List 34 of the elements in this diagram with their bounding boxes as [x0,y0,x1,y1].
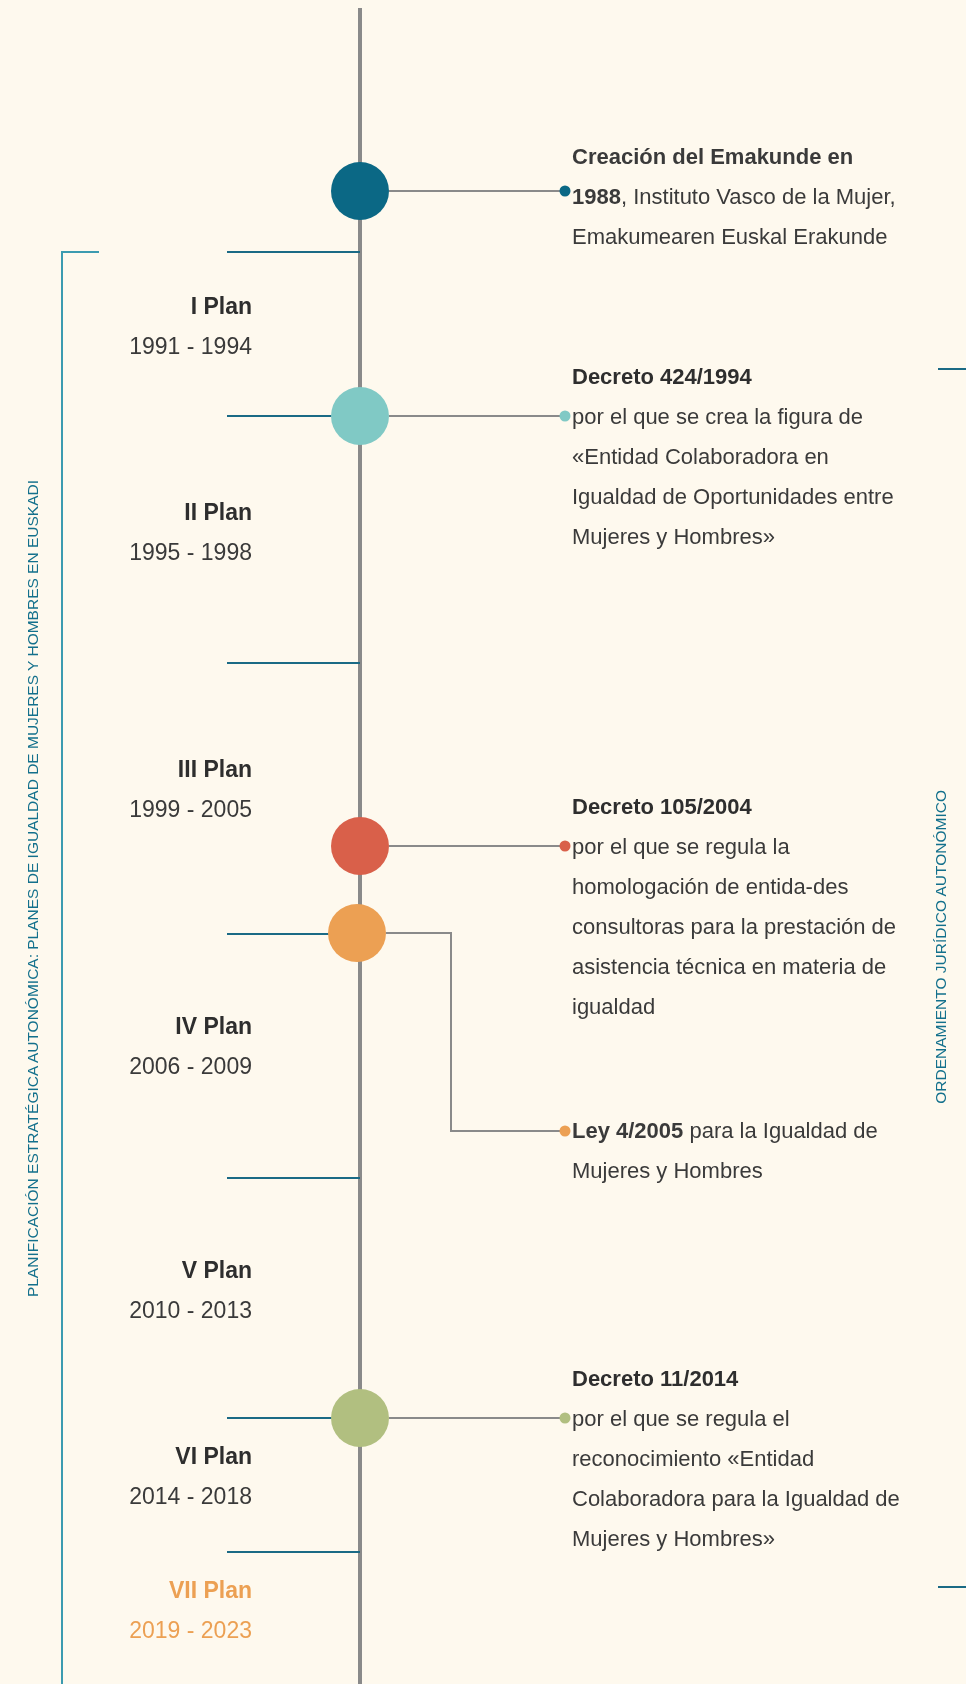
event-text: Creación del Emakunde en 1988, Instituto Vasco de la Mujer, Emakumearen Euskal Erakunde [572,143,897,251]
connector-line [385,932,571,1137]
plan-years: 1991 - 1994 [129,333,252,360]
event-heading: Decreto 11/2014 [572,1365,740,1393]
connector-line [388,1412,571,1424]
event-text: Ley 4/2005 para la Igualdad de Mujeres y Hombres [572,1117,879,1185]
timeline-marker [331,387,389,445]
plan-name: IV Plan [175,1013,252,1040]
plan-name: III Plan [177,756,252,783]
timeline-marker [331,817,389,875]
plan-years: 2019 - 2023 [129,1617,252,1644]
timeline-marker [328,904,386,962]
connector-line [388,410,571,422]
event-text: por el que se regula el reconocimiento «Entidad Colaboradora para la Igualdad de Mujeres y Hombres» [572,1405,901,1553]
plan-years: 1999 - 2005 [129,796,252,823]
section-title: PLANIFICACIÓN ESTRATÉGICA AUTONÓMICA: PLANES DE IGUALDAD DE MUJERES Y HOMBRES EN EUSKADI [24,480,42,1298]
event-text: por el que se regula la homologación de entida-des consultoras para la prestación de asistencia técnica en materia de igualdad [572,833,898,1021]
event-heading: Decreto 424/1994 [572,363,753,391]
plan-name: II Plan [184,499,252,526]
connector-line [388,185,571,197]
plan-name: I Plan [190,293,252,320]
event-heading: Decreto 105/2004 [572,793,753,821]
plan-years: 2006 - 2009 [129,1053,252,1080]
connector-line [388,840,571,852]
timeline-marker [331,162,389,220]
plan-years: 2014 - 2018 [129,1483,252,1510]
plan-name: VII Plan [168,1577,252,1604]
plan-name: VI Plan [175,1443,252,1470]
event-text: por el que se crea la figura de «Entidad Colaboradora en Igualdad de Oportunidades entre Mujeres y Hombres» [572,403,895,551]
plan-name: V Plan [181,1257,252,1284]
section-title: ORDENAMIENTO JURÍDICO AUTONÓMICO [932,790,950,1104]
timeline-marker [331,1389,389,1447]
plan-years: 1995 - 1998 [129,539,252,566]
plan-years: 2010 - 2013 [129,1297,252,1324]
